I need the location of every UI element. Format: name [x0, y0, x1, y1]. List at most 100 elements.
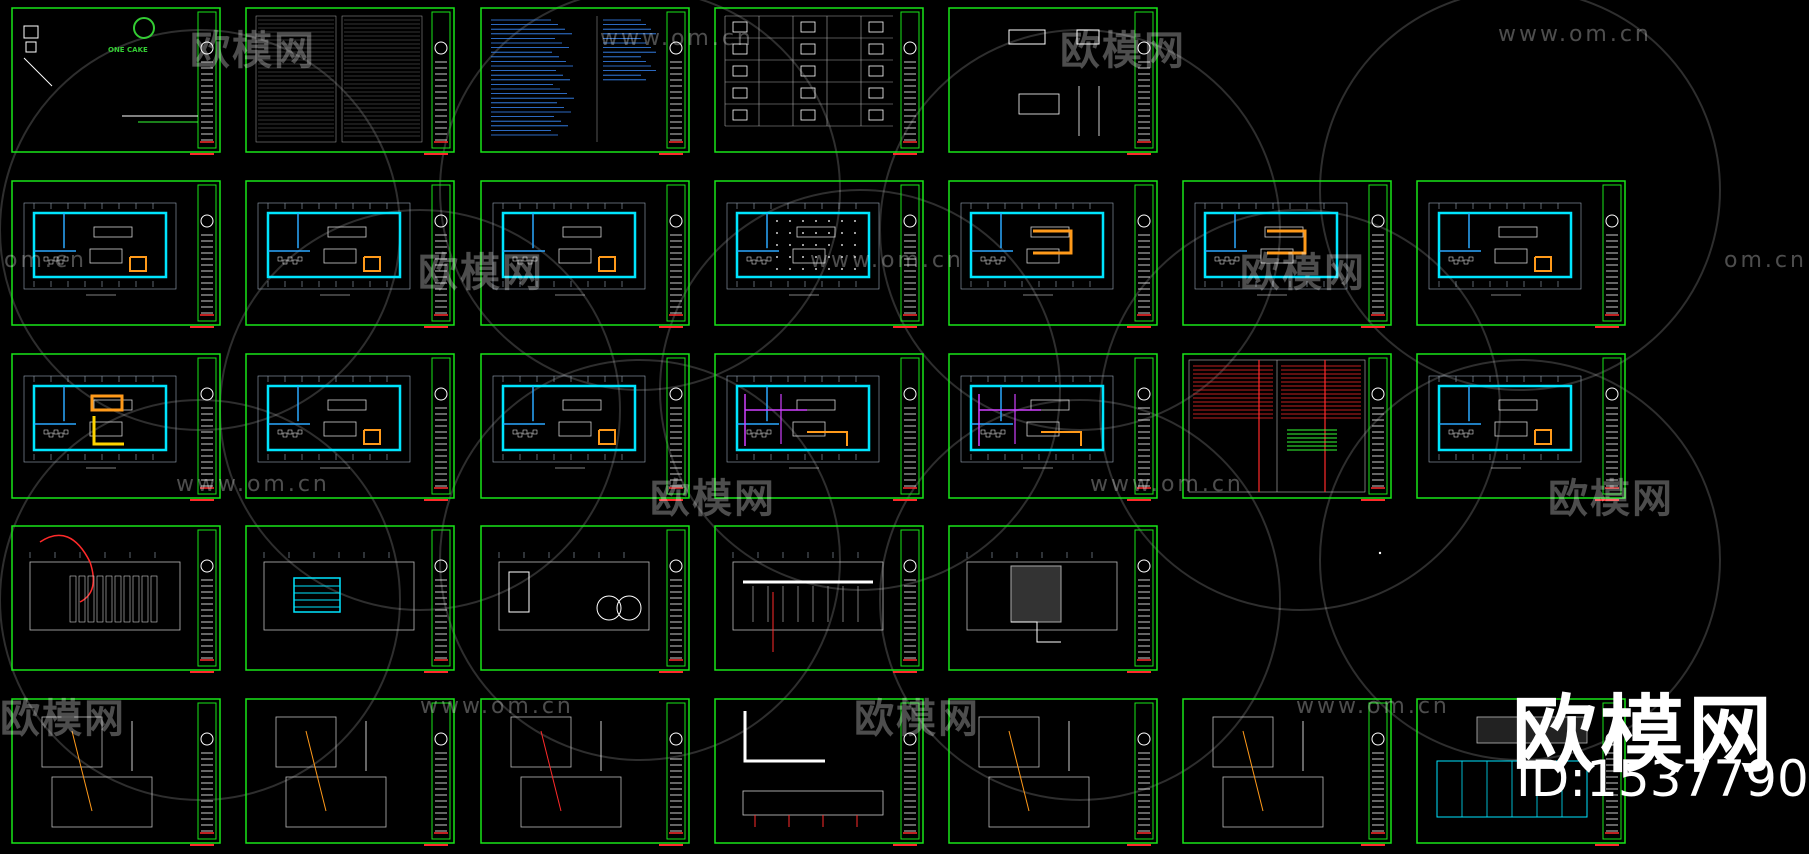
section-callout	[1008, 730, 1030, 812]
sheet-border	[948, 7, 1158, 153]
drawing-sheet: ONE CAKE	[11, 7, 221, 155]
plan-highlight	[92, 416, 124, 446]
elevation-arch	[596, 595, 622, 621]
drawing-sheet	[480, 698, 690, 846]
plan-chair	[1214, 256, 1220, 262]
brand-id: ID:1537790	[1516, 750, 1809, 808]
plan-fixture	[1494, 421, 1528, 437]
ceiling-fixture	[828, 256, 830, 258]
ceiling-fixture	[776, 268, 778, 270]
title-block	[1134, 11, 1154, 149]
plan-dimension-frame	[257, 375, 411, 463]
plan-chair	[58, 259, 64, 265]
plan-chair	[756, 256, 762, 262]
title-block	[666, 11, 686, 149]
drawing-sheet	[948, 698, 1158, 846]
ceiling-fixture	[854, 232, 856, 234]
sheet-border	[714, 525, 924, 671]
drawing-sheet	[948, 353, 1158, 501]
plan-chair	[746, 429, 752, 435]
plan-fixture	[1260, 248, 1294, 264]
drawing-sheet	[714, 7, 924, 155]
plan-chair	[985, 259, 991, 265]
plan-chair	[297, 429, 303, 435]
watermark-name: 欧模网	[0, 696, 126, 742]
plan-fixture	[89, 248, 123, 264]
title-block-logo	[903, 214, 917, 228]
cover-line	[23, 57, 53, 87]
ceiling-fixture	[841, 256, 843, 258]
sheet-border	[480, 7, 690, 153]
watermark-circle	[439, 0, 841, 391]
watermark-url-fragment: om.cn	[1724, 248, 1807, 273]
sheet-border	[948, 698, 1158, 844]
title-block	[197, 11, 217, 149]
section-detail	[520, 776, 622, 828]
plan-chair	[517, 432, 523, 438]
title-block-logo	[1371, 387, 1385, 401]
drawing-sheet	[714, 525, 924, 673]
plan-counter	[1030, 399, 1070, 411]
plan-highlight	[90, 394, 124, 412]
stray-dot	[1378, 551, 1382, 555]
plan-highlight	[598, 256, 616, 272]
watermark-name: 欧模网	[650, 476, 776, 522]
sheet-border	[480, 353, 690, 499]
title-block	[431, 184, 451, 322]
sheet-border	[714, 180, 924, 326]
title-block	[197, 184, 217, 322]
plan-chair	[282, 259, 288, 265]
plan-chair	[512, 256, 518, 262]
elevation-stair	[1010, 565, 1062, 623]
plan-outer-wall	[1437, 211, 1573, 279]
plan-chair	[990, 429, 996, 435]
plan-counter	[562, 399, 602, 411]
ceiling-fixture	[815, 244, 817, 246]
section-detail	[285, 776, 387, 828]
drawing-sheet	[1416, 698, 1626, 846]
ceiling-fixture	[789, 244, 791, 246]
plan-chair	[995, 259, 1001, 265]
ceiling-fixture	[815, 220, 817, 222]
elevation-panel	[87, 575, 95, 623]
ceiling-fixture	[828, 268, 830, 270]
section-callout	[305, 730, 327, 812]
section-detail	[1222, 776, 1324, 828]
title-block	[900, 702, 920, 840]
title-block	[197, 357, 217, 495]
sheet-border	[245, 7, 455, 153]
sheet-border	[1416, 353, 1626, 499]
cover-logo-text: ONE CAKE	[108, 46, 148, 54]
sheet-border	[1182, 698, 1392, 844]
brand-name: 欧模网	[1512, 686, 1777, 784]
watermark-url: www.om.cn	[600, 26, 754, 51]
ceiling-fixture	[776, 220, 778, 222]
plan-chair	[1463, 259, 1469, 265]
title-block-logo	[903, 559, 917, 573]
plan-chair	[1463, 432, 1469, 438]
plan-chair	[277, 429, 283, 435]
plan-chair	[63, 429, 69, 435]
sheet-border	[948, 353, 1158, 499]
ceiling-fixture	[841, 232, 843, 234]
plan-outer-wall	[735, 384, 871, 452]
plan-chair	[48, 259, 54, 265]
plan-counter	[796, 226, 836, 238]
cover-icon	[23, 25, 39, 39]
elevation-panel	[150, 575, 158, 623]
plan-outer-wall	[266, 384, 402, 452]
drawing-sheet	[1182, 180, 1392, 328]
title-block	[666, 184, 686, 322]
plan-counter	[93, 226, 133, 238]
ceiling-fixture	[789, 232, 791, 234]
section-detail	[978, 716, 1040, 768]
plan-counter	[1498, 226, 1538, 238]
drawing-sheet	[714, 180, 924, 328]
title-block	[1602, 702, 1622, 840]
title-block	[431, 357, 451, 495]
elevation-panel	[69, 575, 77, 623]
title-block-logo	[669, 387, 683, 401]
plan-chair	[1234, 256, 1240, 262]
sheet-border	[11, 525, 221, 671]
plan-fixture	[1026, 421, 1060, 437]
